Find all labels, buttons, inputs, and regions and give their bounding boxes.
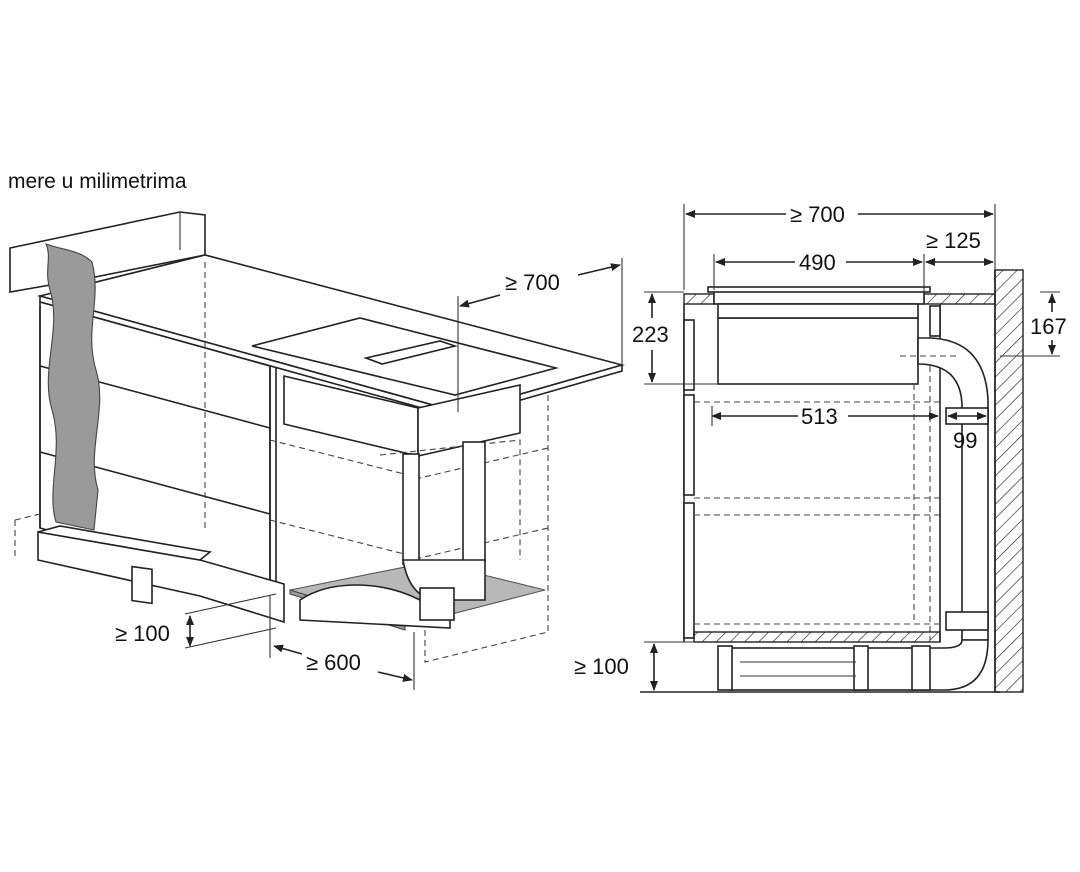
dim-wall-gap: ≥ 125	[926, 228, 981, 253]
wall	[994, 269, 1024, 693]
dim-width-left: ≥ 600	[306, 650, 361, 675]
dim-depth-167: 167	[1030, 314, 1067, 339]
wall-section	[44, 243, 101, 531]
dim-cutout: 490	[799, 250, 836, 275]
dim-total-depth: ≥ 700	[790, 202, 845, 227]
units-label: mere u milimetrima	[8, 170, 187, 193]
dim-depth-left: ≥ 700	[505, 270, 560, 295]
dim-inner: 513	[801, 404, 838, 429]
dim-plinth-left: ≥ 100	[115, 621, 170, 646]
cooktop-vent	[363, 340, 458, 365]
duct-bend-top	[917, 337, 989, 641]
dim-plinth-right: ≥ 100	[574, 654, 629, 679]
dim-duct: 99	[953, 428, 977, 453]
hob-unit	[717, 317, 919, 385]
duct-bend-bottom	[913, 639, 989, 691]
dim-height: 223	[632, 322, 669, 347]
section-view: ≥ 700 ≥ 125 490 223 167 513 99 ≥ 100	[574, 202, 1067, 693]
isometric-view: ≥ 700 ≥ 100 ≥ 600	[9, 211, 626, 690]
